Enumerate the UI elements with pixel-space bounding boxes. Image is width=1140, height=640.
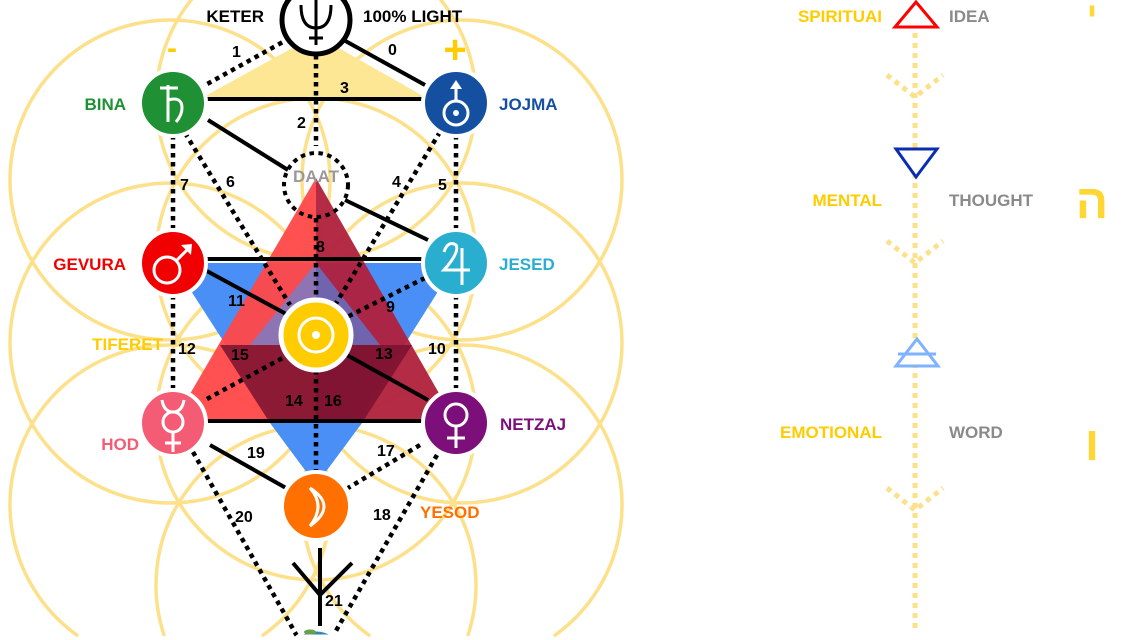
hebrew-letter-he: ה [1076,176,1108,229]
jesed-label: JESED [499,255,555,274]
path-numbers: 0 1 2 3 4 5 6 7 8 9 10 11 12 13 14 15 16… [178,42,447,610]
jojma-label: JOJMA [499,95,558,114]
daat-label: DAAT [293,167,340,186]
neptune-icon [299,0,333,45]
keter-node [279,0,353,57]
path-number: 11 [228,293,245,310]
bina-label: BINA [84,95,126,114]
path-number: 15 [231,347,249,364]
plane-label: EMOTIONAL [780,423,882,442]
yesod-node [280,470,352,542]
air-triangle-icon [892,336,942,368]
netzaj-node [421,388,491,458]
sun-icon [297,316,335,354]
mars-icon [152,244,192,285]
light-label: 100% LIGHT [363,7,463,26]
path-number: 19 [247,445,265,462]
minus-sign: - [167,32,177,65]
daat-circle [282,151,350,219]
path-number: 2 [297,115,306,132]
malkuth-earth-node [293,628,339,638]
mercury-icon [160,399,186,452]
path-number: 17 [377,443,395,460]
root-rune [291,548,354,626]
gevura-node [138,228,208,298]
concept-label: WORD [949,423,1003,442]
path-number: 21 [325,593,343,610]
path-number: 3 [340,80,349,97]
hebrew-letter-vav: ו [1085,418,1099,471]
path-number: 1 [232,44,241,61]
arrow-chevrons [885,73,945,514]
path-number: 7 [180,177,189,194]
yesod-label: YESOD [420,503,480,522]
jesed-node [421,228,491,298]
gevura-label: GEVURA [53,255,126,274]
tiferet-node [278,297,354,373]
path-number: 8 [316,239,325,256]
path-number: 18 [373,507,391,524]
venus-icon [443,402,469,448]
path-number: 10 [428,341,446,358]
moon-icon [308,486,326,528]
hod-label: HOD [101,435,139,454]
plane-label: SPIRITUAI [798,7,882,26]
water-triangle-icon [893,147,940,180]
path-number: 6 [226,174,235,191]
path-number: 9 [386,299,395,316]
fire-triangle-icon [891,0,941,29]
path-number: 13 [375,346,393,363]
saturn-icon [160,85,184,123]
bina-node [138,68,208,138]
hod-node [138,388,208,458]
plane-label: MENTAL [812,191,882,210]
paths [170,36,459,638]
jojma-node [421,68,491,138]
keter-label: KETER [206,7,264,26]
tiferet-label: TIFERET [92,335,163,354]
path-number: 5 [438,177,447,194]
levels-column [885,0,945,632]
path-number: 14 [285,393,303,410]
concept-label: THOUGHT [949,191,1034,210]
path-number: 0 [388,42,397,59]
plus-sign: + [443,28,466,72]
path-number: 4 [392,174,401,191]
hebrew-letter-yod: י [1087,0,1097,34]
path-number: 20 [235,509,253,526]
path-number: 16 [324,393,342,410]
concept-label: IDEA [949,7,990,26]
jupiter-icon [440,242,470,285]
path-number: 12 [178,341,196,358]
uranus-icon [442,80,470,127]
netzaj-label: NETZAJ [500,415,566,434]
